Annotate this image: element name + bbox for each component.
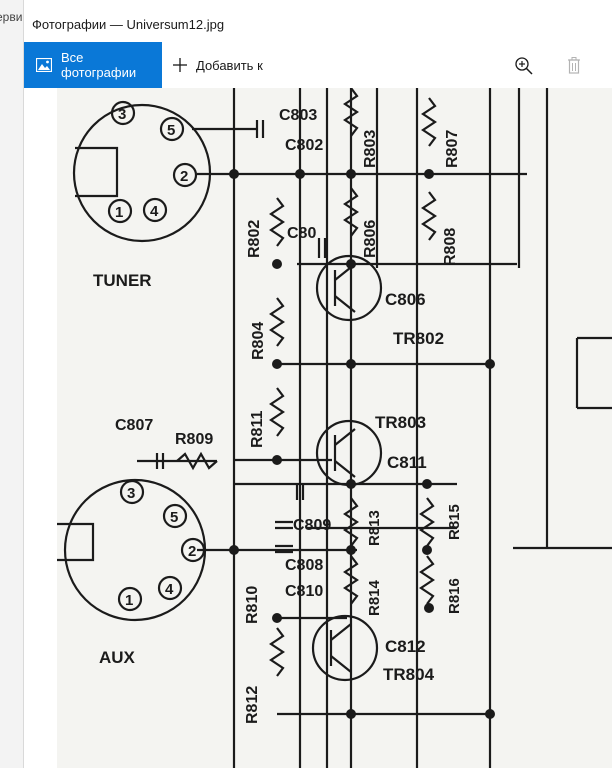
label-tr803: TR803 — [375, 413, 426, 432]
label-r806: R806 — [362, 220, 379, 258]
label-c808: C808 — [285, 557, 323, 574]
label-r813: R813 — [366, 510, 383, 546]
aux-pin-4: 4 — [165, 581, 174, 598]
tuner-pin-4: 4 — [150, 203, 159, 220]
label-r803: R803 — [362, 130, 379, 168]
label-r807: R807 — [444, 130, 461, 168]
add-to-button[interactable]: Добавить к — [172, 42, 263, 88]
label-c810: C810 — [285, 583, 323, 600]
label-c812: C812 — [385, 637, 426, 656]
title-bar[interactable]: Фотографии — Universum12.jpg — [24, 0, 612, 42]
trash-icon — [568, 57, 580, 74]
photos-app-window: Фотографии — Universum12.jpg Все фотогра… — [24, 0, 612, 768]
label-c803: C803 — [279, 107, 317, 124]
window-title: Фотографии — Universum12.jpg — [32, 17, 225, 32]
label-r808: R808 — [442, 228, 459, 266]
label-r810: R810 — [244, 586, 261, 624]
label-tr802: TR802 — [393, 329, 444, 348]
label-r802: R802 — [246, 220, 263, 258]
image-viewer[interactable]: 3 5 2 1 4 3 5 2 1 4 C803 C802 R803 R807 … — [24, 88, 612, 768]
label-aux: AUX — [99, 648, 136, 667]
delete-button[interactable] — [562, 54, 586, 78]
label-tuner: TUNER — [93, 271, 152, 290]
zoom-in-icon — [515, 57, 533, 75]
zoom-button[interactable] — [512, 54, 536, 78]
label-c806: C806 — [385, 290, 426, 309]
label-c802: C802 — [285, 137, 323, 154]
label-r814: R814 — [366, 579, 383, 616]
label-r816: R816 — [446, 578, 463, 614]
add-to-label: Добавить к — [196, 57, 263, 73]
all-photos-label: Все фотографии — [61, 50, 137, 80]
background-app-edge: ерви — [0, 0, 24, 768]
tuner-pin-5: 5 — [167, 122, 175, 139]
background-app-text: ерви — [0, 10, 23, 24]
tuner-pin-2: 2 — [180, 168, 188, 185]
tuner-pin-3: 3 — [118, 106, 126, 123]
plus-icon — [172, 57, 188, 73]
label-c80x: C80 — [287, 225, 316, 242]
label-c807: C807 — [115, 417, 153, 434]
schematic-drawing: 3 5 2 1 4 3 5 2 1 4 C803 C802 R803 R807 … — [57, 88, 612, 768]
label-r804: R804 — [250, 322, 267, 360]
label-tr804: TR804 — [383, 665, 435, 684]
aux-pin-2: 2 — [188, 543, 196, 560]
aux-pin-1: 1 — [125, 592, 133, 609]
aux-pin-5: 5 — [170, 509, 178, 526]
label-r809: R809 — [175, 431, 213, 448]
aux-pin-3: 3 — [127, 485, 135, 502]
label-r811: R811 — [249, 411, 266, 448]
label-r815: R815 — [446, 504, 463, 540]
tuner-pin-1: 1 — [115, 204, 123, 221]
label-c811: C811 — [387, 453, 427, 472]
photos-icon — [35, 57, 53, 73]
all-photos-button[interactable]: Все фотографии — [24, 42, 162, 88]
toolbar: Все фотографии Добавить к — [24, 42, 612, 88]
schematic-photo: 3 5 2 1 4 3 5 2 1 4 C803 C802 R803 R807 … — [57, 88, 612, 768]
label-c809: C809 — [293, 517, 331, 534]
label-r812: R812 — [244, 686, 261, 724]
